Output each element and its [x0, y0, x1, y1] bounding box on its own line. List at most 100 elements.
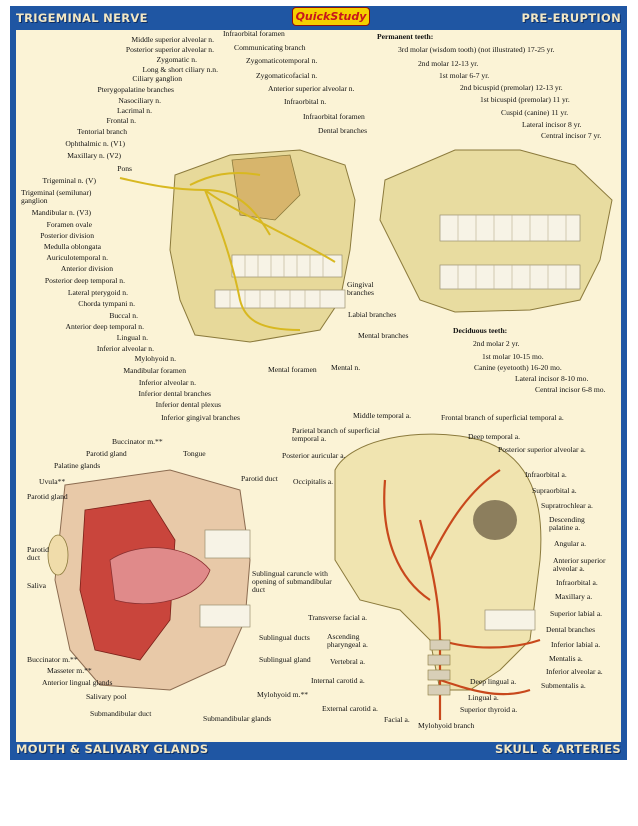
- label-middle-temporal-a: Middle temporal a.: [353, 411, 411, 420]
- label-anterior-lingual-glands: Anterior lingual glands: [42, 678, 113, 687]
- label-medulla-oblongata: Medulla oblongata: [43, 242, 101, 251]
- label-inferior-labial-a: Inferior labial a.: [551, 640, 601, 649]
- label-descending-palatine-a: Descending palatine a.: [549, 515, 585, 532]
- label-facial-a: Facial a.: [384, 715, 410, 724]
- label-ophthalmic-n: Ophthalmic n. (V1): [65, 139, 125, 148]
- label-maxillary-n: Maxillary n. (V2): [67, 151, 121, 160]
- label-vertebral-a: Vertebral a.: [330, 657, 365, 666]
- label-salivary-pool: Salivary pool: [86, 692, 127, 701]
- label-buccal-n: Buccal n.: [109, 311, 138, 320]
- label-inferior-gingival-branches: Inferior gingival branches: [161, 413, 240, 422]
- label-submandibular-duct: Submandibular duct: [90, 709, 152, 718]
- label-nasociliary-n: Nasociliary n.: [118, 96, 161, 105]
- mouth-salivary-illustration: [47, 469, 251, 691]
- skull-arteries-illustration: [334, 433, 542, 720]
- label-mental-n: Mental n.: [331, 363, 361, 372]
- label-permanent-central-incisor: Central incisor 7 yr.: [541, 131, 602, 140]
- label-mandibular-n: Mandibular n. (V3): [31, 208, 91, 217]
- trigeminal-skull-illustration: [119, 149, 356, 343]
- heading-permanent-teeth: Permanent teeth:: [377, 32, 434, 41]
- label-permanent-1st-molar: 1st molar 6-7 yr.: [439, 71, 490, 80]
- label-trigeminal-ganglion: Trigeminal (semilunar) ganglion: [21, 188, 92, 205]
- label-mylohyoid-m: Mylohyoid m.**: [257, 690, 309, 699]
- label-ciliary-ganglion: Ciliary ganglion: [132, 74, 182, 83]
- corner-title-skull: SKULL & ARTERIES: [494, 742, 621, 756]
- label-parotid-gland-top: Parotid gland: [86, 449, 127, 458]
- heading-deciduous-teeth: Deciduous teeth:: [453, 326, 508, 335]
- label-infraorbital-foramen-2: Infraorbital foramen: [303, 112, 365, 121]
- label-buccinator-m-top: Buccinator m.**: [112, 437, 163, 446]
- label-lacrimal-n: Lacrimal n.: [117, 106, 152, 115]
- label-superior-thyroid-a: Superior thyroid a.: [460, 705, 518, 714]
- label-inferior-dental-plexus: Inferior dental plexus: [155, 400, 221, 409]
- label-deciduous-central-incisor: Central incisor 6-8 mo.: [535, 385, 606, 394]
- corner-title-trigeminal: TRIGEMINAL NERVE: [16, 11, 148, 25]
- label-mandibular-foramen: Mandibular foramen: [123, 366, 186, 375]
- label-permanent-2nd-bicuspid: 2nd bicuspid (premolar) 12-13 yr.: [460, 83, 563, 92]
- label-lingual-a: Lingual a.: [468, 693, 499, 702]
- label-posterior-superior-alveolar-n: Posterior superior alveolar n.: [125, 45, 214, 54]
- label-mylohyoid-n: Mylohyoid n.: [134, 354, 176, 363]
- label-submentalis-a: Submentalis a.: [541, 681, 586, 690]
- label-mental-foramen: Mental foramen: [268, 365, 317, 374]
- label-saliva: Saliva: [27, 581, 46, 590]
- label-uvula: Uvula**: [39, 477, 66, 486]
- label-permanent-3rd-molar: 3rd molar (wisdom tooth) (not illustrate…: [398, 45, 555, 54]
- label-transverse-facial-a: Transverse facial a.: [308, 613, 367, 622]
- label-maxillary-a: Maxillary a.: [555, 592, 593, 601]
- label-permanent-cuspid: Cuspid (canine) 11 yr.: [501, 108, 569, 117]
- label-zygomatic-n: Zygomatic n.: [156, 55, 198, 64]
- label-pterygopalatine-branches: Pterygopalatine branches: [97, 85, 174, 94]
- label-lateral-pterygoid-n: Lateral pterygoid n.: [67, 288, 128, 297]
- label-communicating-branch: Communicating branch: [234, 43, 306, 52]
- label-gingival-branches: Gingival branches: [347, 280, 374, 297]
- label-dental-branches: Dental branches: [318, 126, 368, 135]
- label-trigeminal-n: Trigeminal n. (V): [42, 176, 96, 185]
- label-inferior-alveolar-a: Inferior alveolar a.: [546, 667, 603, 676]
- label-permanent-lateral-incisor: Lateral incisor 8 yr.: [522, 120, 582, 129]
- corner-title-pre-eruption: PRE-ERUPTION: [521, 11, 621, 25]
- label-infraorbital-n: Infraorbital n.: [284, 97, 327, 106]
- label-submandibular-glands: Submandibular glands: [203, 714, 272, 723]
- label-supratrochlear-a: Supratrochlear a.: [541, 501, 593, 510]
- label-pons: Pons: [117, 164, 132, 173]
- corner-title-mouth: MOUTH & SALIVARY GLANDS: [16, 742, 209, 756]
- label-permanent-2nd-molar: 2nd molar 12-13 yr.: [418, 59, 479, 68]
- label-auriculotemporal-n: Auriculotemporal n.: [46, 253, 108, 262]
- label-lingual-n: Lingual n.: [116, 333, 148, 342]
- label-angular-a: Angular a.: [554, 539, 587, 548]
- label-infraorbital-foramen: Infraorbital foramen: [223, 29, 285, 38]
- label-zygomaticofacial-n: Zygomaticofacial n.: [256, 71, 318, 80]
- label-ascending-pharyngeal-a: Ascending pharyngeal a.: [327, 632, 368, 649]
- label-sublingual-caruncle: Sublingual caruncle with opening of subm…: [252, 569, 332, 594]
- label-middle-superior-alveolar-n: Middle superior alveolar n.: [131, 35, 214, 44]
- label-anterior-deep-temporal-n: Anterior deep temporal n.: [65, 322, 144, 331]
- label-anterior-superior-alveolar-a: Anterior superior alveolar a.: [553, 556, 606, 573]
- label-parotid-duct-right: Parotid duct: [241, 474, 278, 483]
- label-parietal-branch-superficial-temporal: Parietal branch of superficial temporal …: [292, 426, 380, 443]
- label-supraorbital-a: Supraorbital a.: [532, 486, 577, 495]
- label-deep-lingual-a: Deep lingual a.: [470, 677, 517, 686]
- label-chorda-tympani-n: Chorda tympani n.: [78, 299, 135, 308]
- label-deciduous-1st-molar: 1st molar 10-15 mo.: [482, 352, 544, 361]
- label-deciduous-lateral-incisor: Lateral incisor 8-10 mo.: [515, 374, 589, 383]
- label-posterior-division: Posterior division: [40, 231, 94, 240]
- label-posterior-auricular-a: Posterior auricular a.: [282, 451, 346, 460]
- label-sublingual-ducts: Sublingual ducts: [259, 633, 310, 642]
- label-frontal-branch-superficial-temporal: Frontal branch of superficial temporal a…: [441, 413, 564, 422]
- label-anterior-division: Anterior division: [60, 264, 113, 273]
- label-labial-branches: Labial branches: [348, 310, 397, 319]
- label-frontal-n: Frontal n.: [106, 116, 136, 125]
- label-permanent-1st-bicuspid: 1st bicuspid (premolar) 11 yr.: [480, 95, 570, 104]
- label-long-short-ciliary: Long & short ciliary n.n.: [142, 65, 218, 74]
- label-zygomaticotemporal-n: Zygomaticotemporal n.: [246, 56, 318, 65]
- label-anterior-superior-alveolar-n: Anterior superior alveolar n.: [268, 84, 355, 93]
- label-inferior-dental-branches: Inferior dental branches: [138, 389, 211, 398]
- label-infraorbital-a-2: Infraorbital a.: [556, 578, 598, 587]
- label-mental-branches: Mental branches: [358, 331, 409, 340]
- label-parotid-gland-left: Parotid gland: [27, 492, 68, 501]
- label-deep-temporal-a: Deep temporal a.: [468, 432, 521, 441]
- label-deciduous-2nd-molar: 2nd molar 2 yr.: [473, 339, 520, 348]
- label-occipitalis-a: Occipitalis a.: [293, 477, 334, 486]
